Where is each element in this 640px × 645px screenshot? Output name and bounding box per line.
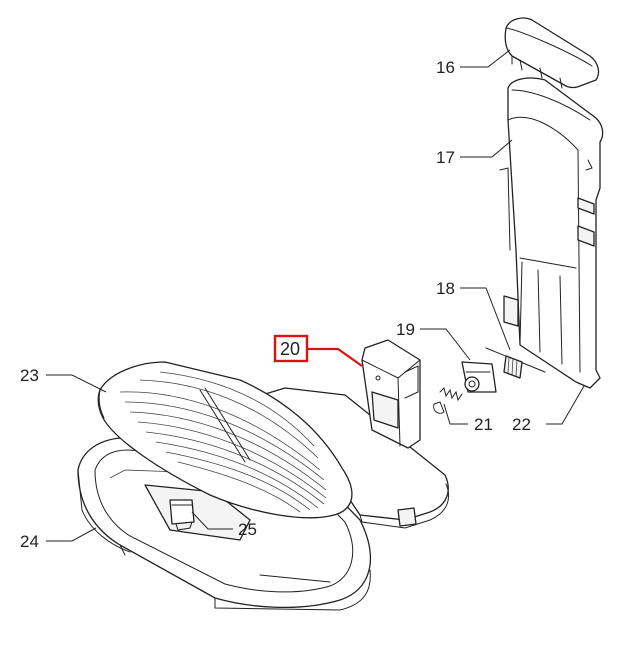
callout-20-highlight-box [273,334,309,363]
leader-21 [443,403,468,425]
callout-24[interactable]: 24 [20,532,39,551]
leader-23 [46,374,107,393]
callout-20[interactable]: 20 [280,339,300,359]
leader-24 [46,527,97,542]
leader-18 [460,287,511,351]
part-19-button[interactable] [461,361,497,393]
leader-16 [460,49,511,68]
callout-21[interactable]: 21 [474,415,493,434]
callout-25[interactable]: 25 [238,520,257,539]
leader-17 [460,139,513,158]
callout-18[interactable]: 18 [436,279,455,298]
leader-20-highlighted [308,347,363,367]
callout-22[interactable]: 22 [512,415,531,434]
callout-17[interactable]: 17 [436,148,455,167]
part-18-gear-pin[interactable] [485,347,546,379]
callout-labels: 16 17 18 19 20 21 22 23 24 25 [20,58,531,551]
leader-22 [546,385,585,425]
leader-lines [46,49,585,542]
part-23-ribbed-cover[interactable] [97,361,353,519]
leader-25 [191,511,233,530]
part-20-bracket[interactable] [361,339,421,449]
callout-23[interactable]: 23 [20,366,39,385]
callout-16[interactable]: 16 [436,58,455,77]
part-25-clip[interactable] [169,499,195,531]
part-20-base-plate[interactable] [261,387,450,529]
leader-19 [420,328,471,361]
part-16-top-cap[interactable] [504,17,600,89]
part-21-spring[interactable] [433,387,463,414]
part-17-handle-housing[interactable] [499,77,604,389]
callout-19[interactable]: 19 [396,320,415,339]
